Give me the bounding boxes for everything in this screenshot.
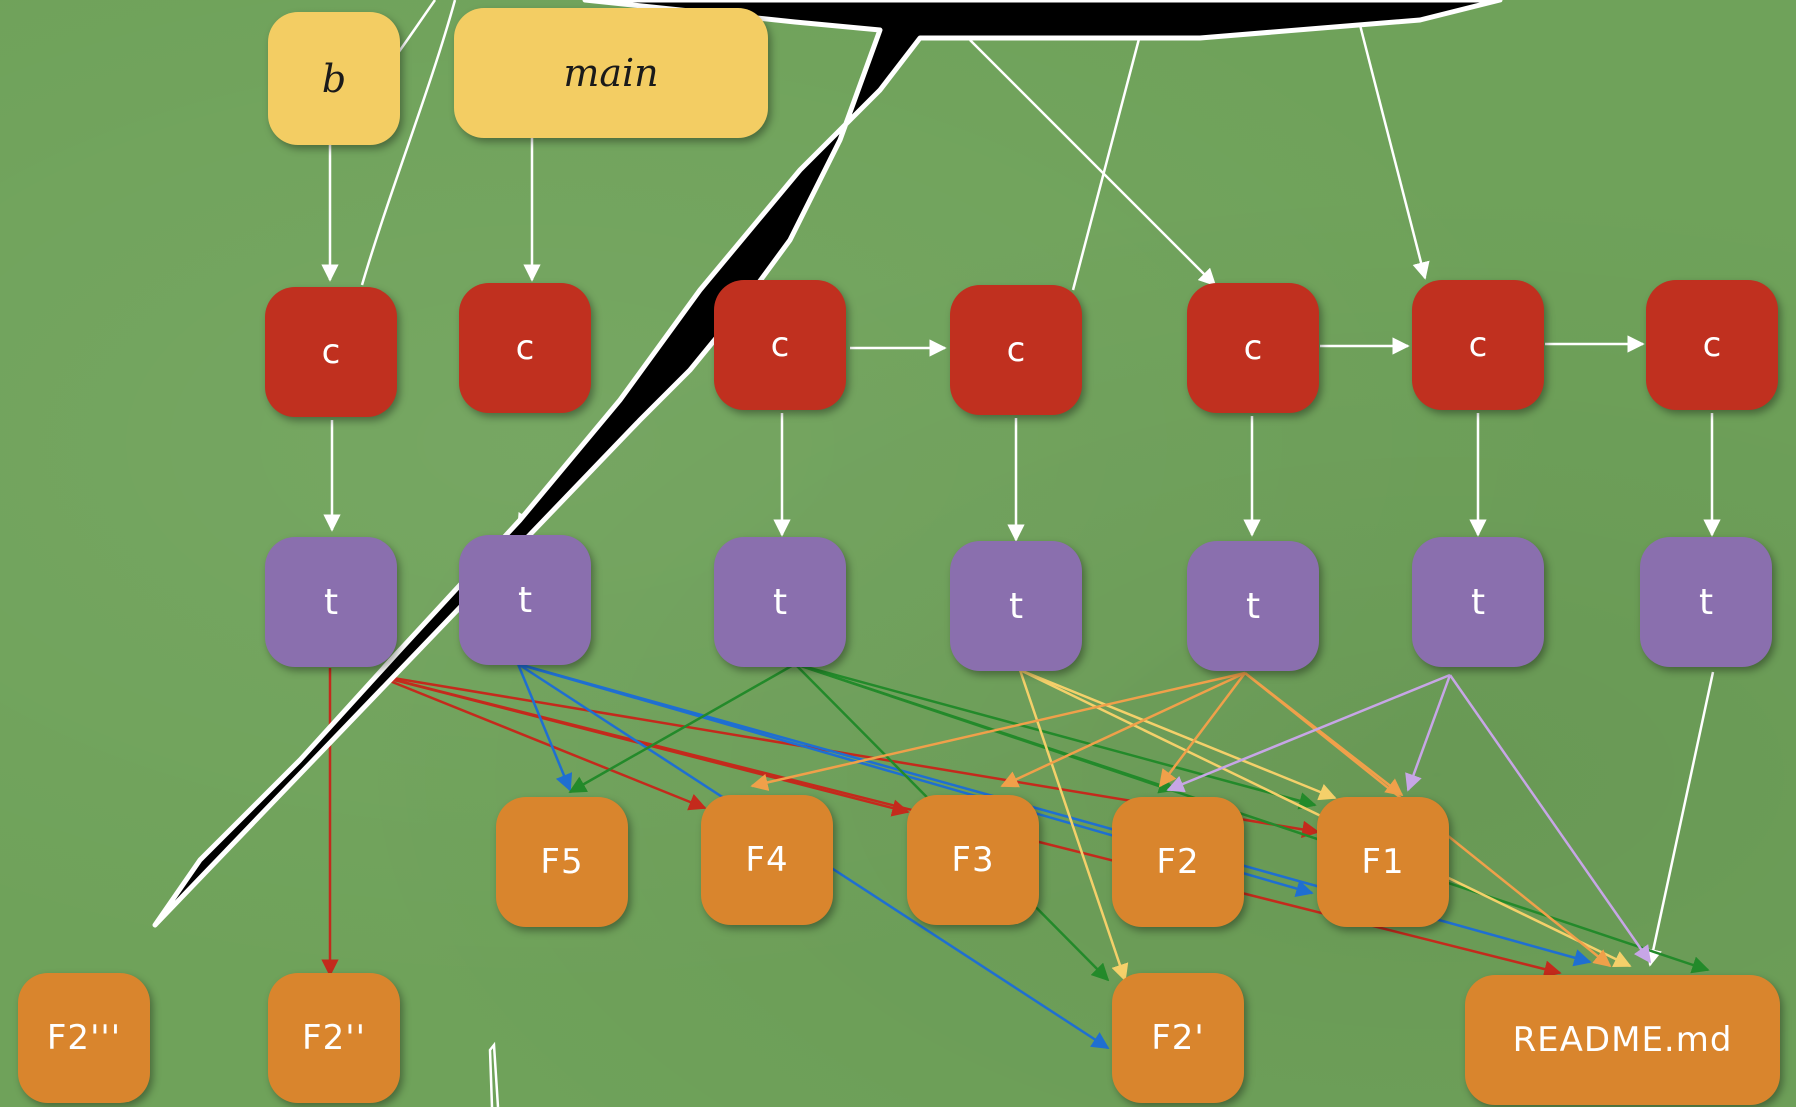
ref-main-label: main [563,51,659,95]
blob-label: F2 [1156,842,1200,882]
edge-t3-to-readme [794,662,1710,974]
blob-node-readme: README.md [1465,975,1780,1105]
blob-node-F2-prime: F2' [1112,973,1244,1103]
blob-node-F2-triple-prime: F2''' [18,973,150,1103]
blob-node-F4: F4 [701,795,833,925]
edge-t5-to-F4 [750,671,1246,792]
commit-label: c [1468,325,1488,365]
blob-label: F2''' [46,1018,122,1058]
tree-node-5: t [1187,541,1319,671]
edge-t5-to-F3 [1000,671,1246,788]
commit-label: c [1702,325,1722,365]
blob-label: F4 [745,840,789,880]
edge-t1-to-F4 [374,673,707,811]
edge-top-to-c4 [1071,34,1142,291]
commit-label: c [515,328,535,368]
edge-t6-to-readme [1448,674,1652,964]
tree-node-7: t [1640,537,1772,667]
tree-label: t [1245,585,1261,627]
blob-node-F2: F2 [1112,797,1244,927]
tree-node-1: t [265,537,397,667]
blob-node-F2-double-prime: F2'' [268,973,400,1103]
tree-label: t [323,581,339,623]
commit-node-5: c [1187,283,1319,413]
tree-label: t [1698,581,1714,623]
ref-main: main [454,8,768,138]
edge-t2-to-F5 [516,663,573,792]
tree6-edges [1166,673,1652,964]
tree-label: t [517,579,533,621]
commit-node-7: c [1646,280,1778,410]
edge-top-to-c5 [969,39,1217,287]
commit-node-4: c [950,285,1082,415]
blob-label: README.md [1512,1020,1733,1060]
commit-label: c [770,325,790,365]
edge-t3-to-F1 [794,662,1317,810]
commit-label: c [1243,328,1263,368]
edge-chalk-scribble [488,1041,500,1107]
commit-node-2: c [459,283,591,413]
edge-t5-to-F2 [1158,672,1246,788]
tree-label: t [1008,585,1024,627]
commit-node-6: c [1412,280,1544,410]
blob-label: F2'' [302,1018,366,1058]
blob-node-F1: F1 [1317,797,1449,927]
blob-label: F2' [1151,1018,1205,1058]
edge-t4-to-F1 [1019,668,1337,801]
blob-label: F1 [1361,842,1405,882]
blob-label: F3 [951,840,995,880]
tree-node-2: t [459,535,591,665]
edge-upper-to-c1 [360,0,457,286]
edge-t6-to-F2 [1166,673,1451,793]
commit-label: c [321,332,341,372]
white-edges [321,0,1721,1107]
commit-node-1: c [265,287,397,417]
tree-label: t [1470,581,1486,623]
commit-label: c [1006,330,1026,370]
ref-b: b [268,12,400,145]
edge-t3-to-F5 [568,662,796,794]
tree-label: t [772,581,788,623]
edge-t6-to-F1 [1405,674,1452,792]
commit-node-3: c [714,280,846,410]
tree-node-6: t [1412,537,1544,667]
edge-top-to-c6 [1358,24,1430,280]
tree-node-4: t [950,541,1082,671]
tree-node-3: t [714,537,846,667]
edge-t7-to-readme [1644,671,1715,967]
blob-label: F5 [540,842,584,882]
blob-node-F3: F3 [907,795,1039,925]
blob-node-F5: F5 [496,797,628,927]
ref-b-label: b [321,56,347,101]
